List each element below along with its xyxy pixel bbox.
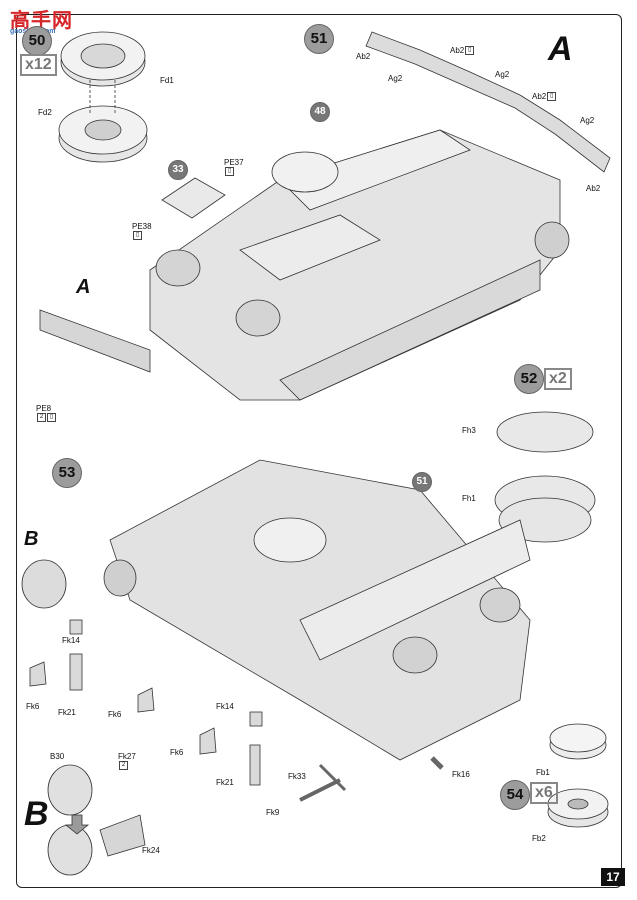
subassembly-letter-b: B bbox=[24, 795, 49, 833]
step-54: 54 bbox=[500, 780, 530, 810]
pe-bend-icon: ▯ bbox=[225, 167, 234, 177]
label-fk24: Fk24 bbox=[142, 846, 160, 855]
label-fk33: Fk33 bbox=[288, 772, 306, 781]
step-51: 51 bbox=[304, 24, 334, 54]
label-b30: B30 bbox=[50, 752, 65, 761]
subassembly-letter-a-ref: A bbox=[76, 276, 91, 298]
sprocket-fh bbox=[494, 411, 596, 543]
label-fk21-b: Fk21 bbox=[216, 778, 234, 787]
road-wheel-fd2 bbox=[58, 105, 148, 163]
label-ag2-1: Ag2 bbox=[388, 74, 403, 83]
page-frame bbox=[16, 14, 622, 888]
pe-bend-icon: ▯ bbox=[465, 46, 475, 56]
fk14-part bbox=[69, 619, 83, 635]
label-ab2-4: Ab2 bbox=[586, 184, 601, 193]
step-53: 53 bbox=[52, 458, 82, 488]
label-fk6-b: Fk6 bbox=[108, 710, 122, 719]
fk6-part bbox=[29, 661, 47, 687]
step-52-multiplier: x2 bbox=[544, 368, 572, 390]
subassembly-letter-b-ref: B bbox=[24, 528, 39, 550]
upper-hull bbox=[149, 129, 570, 401]
watermark-text: 高手网 bbox=[10, 10, 73, 32]
label-pe38: PE38▯ bbox=[132, 222, 152, 241]
step-50: 50 bbox=[22, 26, 52, 56]
page-number: 17 bbox=[601, 868, 625, 886]
label-fk6-a: Fk6 bbox=[26, 702, 40, 711]
ref-step-51: 51 bbox=[412, 472, 432, 492]
label-fb2: Fb2 bbox=[532, 834, 546, 843]
label-fb1: Fb1 bbox=[536, 768, 550, 777]
label-ab2-1: Ab2 bbox=[356, 52, 371, 61]
label-fd1: Fd1 bbox=[160, 76, 174, 85]
lower-hull bbox=[103, 459, 531, 761]
pe-bend-icon: ▯ bbox=[547, 92, 557, 102]
x2-icon: 2 bbox=[119, 761, 128, 771]
label-fh3: Fh3 bbox=[462, 426, 476, 435]
label-fh1: Fh1 bbox=[462, 494, 476, 503]
ref-step-48: 48 bbox=[310, 102, 330, 122]
label-fk6-c: Fk6 bbox=[170, 748, 184, 757]
sprocket-b-assembly bbox=[47, 764, 146, 876]
step-52: 52 bbox=[514, 364, 544, 394]
label-ag2-2: Ag2 bbox=[495, 70, 510, 79]
label-fk14-b: Fk14 bbox=[216, 702, 234, 711]
label-ag2-3: Ag2 bbox=[580, 116, 595, 125]
step-50-multiplier: x12 bbox=[20, 54, 57, 76]
subassembly-letter-a: A bbox=[548, 30, 573, 68]
x2-icon: 2 bbox=[37, 413, 46, 423]
step-54-multiplier: x6 bbox=[530, 782, 558, 804]
plate-33 bbox=[161, 177, 226, 219]
track-chain-a bbox=[365, 31, 611, 173]
label-pe37: PE37▯ bbox=[224, 158, 244, 177]
pe-bend-icon: ▯ bbox=[47, 413, 56, 423]
pe-bend-icon: ▯ bbox=[133, 231, 142, 241]
label-fk9: Fk9 bbox=[266, 808, 280, 817]
label-ab2-3: Ab2▯ bbox=[532, 92, 557, 102]
label-fk21-a: Fk21 bbox=[58, 708, 76, 717]
road-wheel-fd1 bbox=[60, 31, 146, 87]
fk21-part bbox=[69, 653, 83, 691]
label-fd2: Fd2 bbox=[38, 108, 52, 117]
label-fk16: Fk16 bbox=[452, 770, 470, 779]
track-chain-a-left bbox=[39, 309, 151, 373]
sprocket-b bbox=[21, 559, 67, 609]
label-fk14-a: Fk14 bbox=[62, 636, 80, 645]
label-ab2-2: Ab2▯ bbox=[450, 46, 475, 56]
ref-step-33: 33 bbox=[168, 160, 188, 180]
idler-wheel-fb bbox=[547, 723, 609, 828]
